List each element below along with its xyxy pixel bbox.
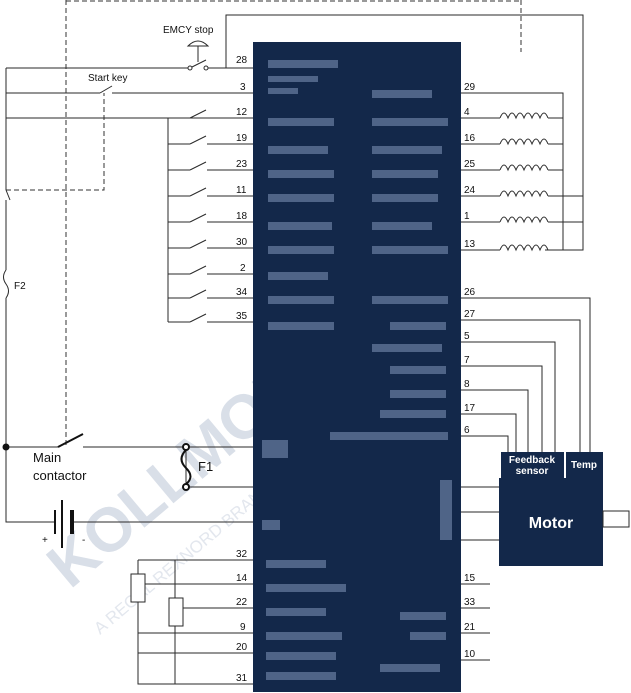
f1-label: F1 xyxy=(198,459,213,474)
fuse-f2 xyxy=(3,269,9,299)
relay-coils xyxy=(499,112,549,252)
pin-label: 25 xyxy=(464,159,476,170)
pin-label: 2 xyxy=(240,263,246,274)
pin-label: 9 xyxy=(240,622,246,633)
pin-label: 4 xyxy=(464,107,470,118)
junction-dot xyxy=(2,443,10,451)
pins-right-feedback: 26 27 5 7 8 17 6 xyxy=(464,287,476,436)
pin-label: 19 xyxy=(236,133,248,144)
battery-plus: + xyxy=(42,535,48,546)
pins-right-coils: 29 4 16 25 24 1 13 xyxy=(464,82,476,250)
emcy-stop-label: EMCY stop xyxy=(163,25,214,36)
feedback-sensor-box: Feedback sensor xyxy=(501,452,564,478)
pin-label: 21 xyxy=(464,622,476,633)
pin-label: 6 xyxy=(464,425,470,436)
pin-label: 18 xyxy=(236,211,248,222)
dashed-links xyxy=(6,0,522,447)
pins-right-bottom: 15 33 21 10 xyxy=(464,573,476,660)
pins-left-switches: 12 19 23 11 18 30 2 34 35 xyxy=(236,107,248,322)
pin-label: 20 xyxy=(236,642,248,653)
potentiometers xyxy=(130,573,184,627)
pin-label: 34 xyxy=(236,287,248,298)
battery-minus: - xyxy=(82,535,85,546)
pin-label: 5 xyxy=(464,331,470,342)
feedback-label-2: sensor xyxy=(516,466,549,477)
start-key-label: Start key xyxy=(88,73,127,84)
pin-label: 26 xyxy=(464,287,476,298)
battery xyxy=(54,500,74,548)
main-contactor-label-1: Main xyxy=(33,450,61,465)
main-contactor-label-2: contactor xyxy=(33,468,87,483)
pin-label: 13 xyxy=(464,239,476,250)
pin-label: 7 xyxy=(464,355,470,366)
pin-label: 15 xyxy=(464,573,476,584)
pin-label: 32 xyxy=(236,549,248,560)
pin-label: 22 xyxy=(236,597,248,608)
pin-label: 17 xyxy=(464,403,476,414)
pin-label: 35 xyxy=(236,311,248,322)
temp-box: Temp xyxy=(566,452,603,478)
blurred-labels xyxy=(262,60,452,680)
emcy-stop-button xyxy=(186,40,210,71)
temp-label: Temp xyxy=(571,460,597,471)
motor-label: Motor xyxy=(529,515,573,532)
f2-label: F2 xyxy=(14,281,26,292)
pin-label: 23 xyxy=(236,159,248,170)
pin-label: 28 xyxy=(236,55,248,66)
pin-label: 10 xyxy=(464,649,476,660)
pin-label: 31 xyxy=(236,673,248,684)
pin-label: 3 xyxy=(240,82,246,93)
pin-label: 24 xyxy=(464,185,476,196)
feedback-label-1: Feedback xyxy=(509,455,556,466)
input-switches xyxy=(5,59,207,323)
pins-left-analog: 32 14 22 9 20 31 xyxy=(236,549,248,684)
pins-left-top: 28 3 xyxy=(236,55,248,93)
pin-label: 11 xyxy=(236,185,247,196)
pin-label: 8 xyxy=(464,379,470,390)
fuse-f1 xyxy=(180,443,192,491)
pin-label: 30 xyxy=(236,237,248,248)
pin-label: 16 xyxy=(464,133,476,144)
main-contactor xyxy=(57,433,84,448)
pin-label: 14 xyxy=(236,573,248,584)
pin-label: 12 xyxy=(236,107,248,118)
pin-label: 27 xyxy=(464,309,476,320)
pin-label: 33 xyxy=(464,597,476,608)
pin-label: 29 xyxy=(464,82,476,93)
pin-label: 1 xyxy=(464,211,470,222)
motor-box: Motor xyxy=(499,478,630,566)
